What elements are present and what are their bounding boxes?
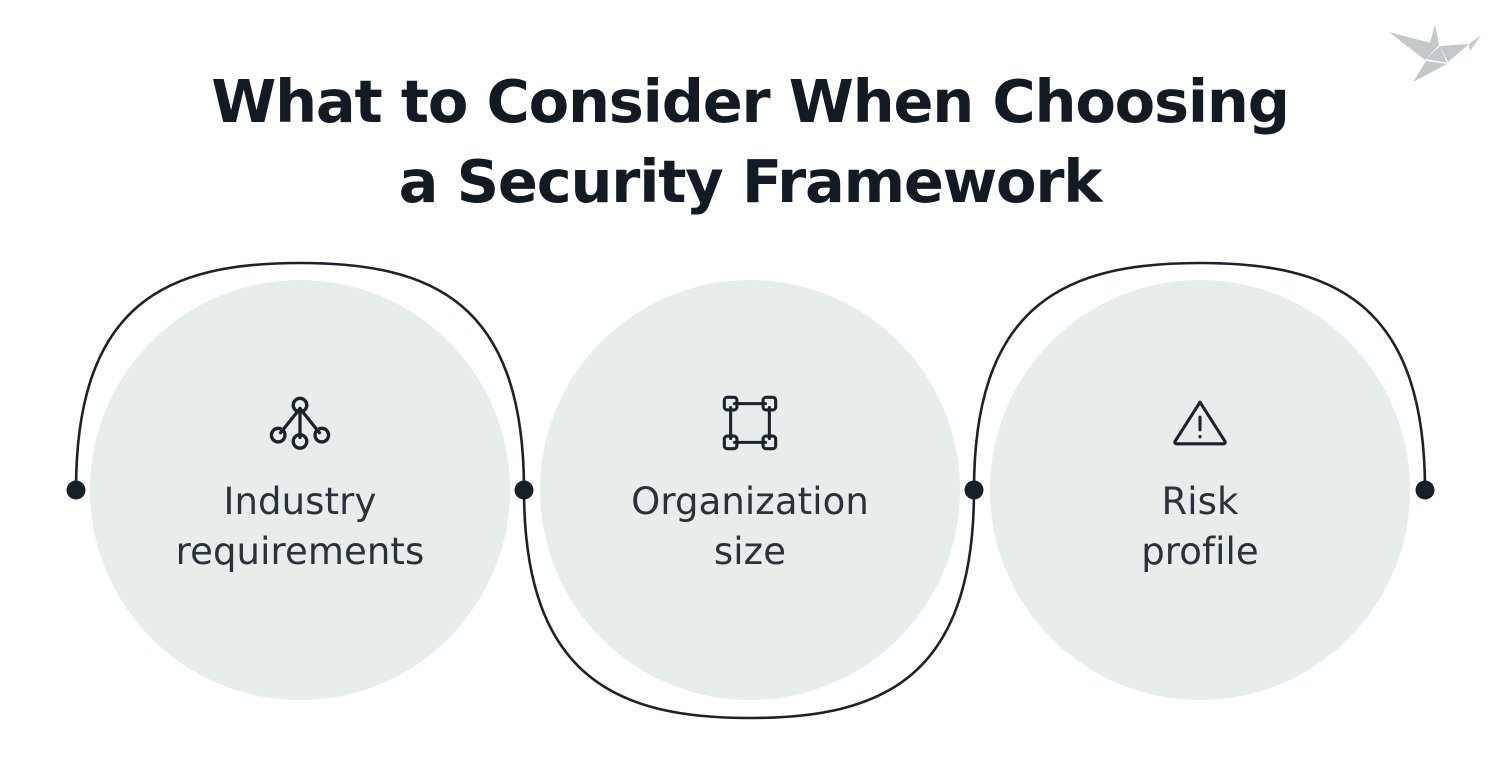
diagram-node-organization-size[interactable]: Organization size xyxy=(540,280,960,700)
diagram-node-label: Risk profile xyxy=(1141,480,1259,573)
brand-logo xyxy=(1385,18,1485,88)
title-line-2: a Security Framework xyxy=(398,147,1103,216)
endpoint-dot-right xyxy=(1415,480,1435,500)
warning-triangle-icon xyxy=(1173,400,1227,446)
endpoint-dot-1-2 xyxy=(514,480,534,500)
diagram-node-industry-requirements[interactable]: Industry requirements xyxy=(90,280,510,700)
bounding-box-icon xyxy=(722,395,778,451)
diagram-node-label: Industry requirements xyxy=(175,480,425,573)
diagram-node-risk-profile[interactable]: Risk profile xyxy=(990,280,1410,700)
origami-bird-logo-icon xyxy=(1389,24,1481,82)
title-line-1: What to Consider When Choosing xyxy=(211,67,1290,136)
diagram-node-label: Organization size xyxy=(631,480,869,573)
endpoint-dot-2-3 xyxy=(964,480,984,500)
hierarchy-nodes-icon xyxy=(269,396,331,450)
endpoint-dot-left xyxy=(66,480,86,500)
page-title: What to Consider When Choosing a Securit… xyxy=(0,62,1500,222)
